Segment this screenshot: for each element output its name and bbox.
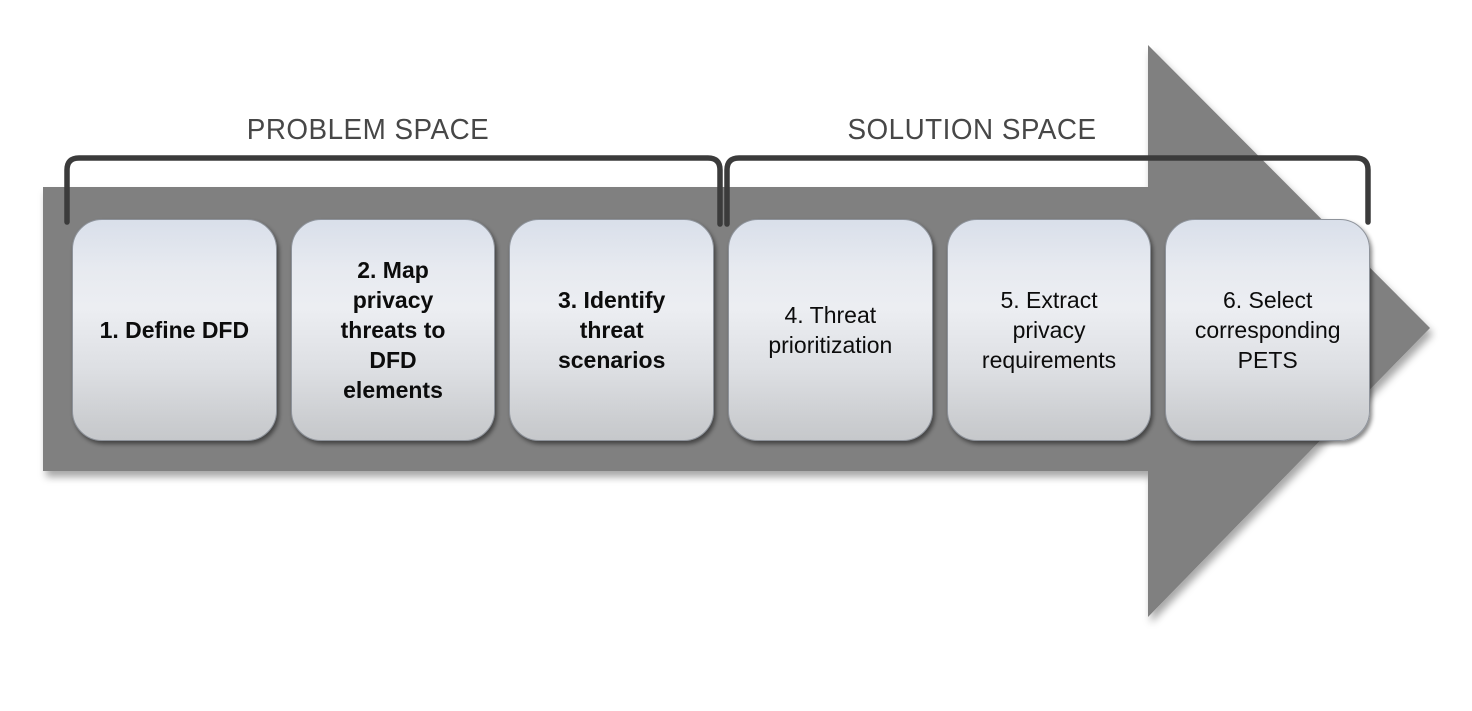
- step-label-4: 4. Threat prioritization: [768, 302, 893, 358]
- step-label-6: 6. Select corresponding PETS: [1194, 287, 1341, 373]
- solution-space-label: SOLUTION SPACE: [847, 114, 1097, 146]
- step-box-3: 3. Identify threat scenarios: [509, 219, 715, 441]
- problem-space-bracket: [64, 155, 723, 227]
- step-box-4: 4. Threat prioritization: [728, 219, 933, 441]
- step-box-2: 2. Map privacy threats to DFD elements: [290, 219, 496, 441]
- step-label-2: 2. Map privacy threats to DFD elements: [340, 257, 446, 403]
- steps-row: 1. Define DFD 2. Map privacy threats to …: [72, 219, 1371, 441]
- step-box-6: 6. Select corresponding PETS: [1165, 219, 1371, 441]
- step-box-5: 5. Extract privacy requirements: [946, 219, 1152, 441]
- step-label-3: 3. Identify threat scenarios: [557, 287, 666, 373]
- problem-space-label: PROBLEM SPACE: [246, 114, 490, 146]
- solution-space-bracket: [724, 155, 1371, 227]
- step-label-1: 1. Define DFD: [99, 317, 250, 343]
- step-label-5: 5. Extract privacy requirements: [981, 287, 1117, 373]
- step-box-1: 1. Define DFD: [72, 219, 277, 441]
